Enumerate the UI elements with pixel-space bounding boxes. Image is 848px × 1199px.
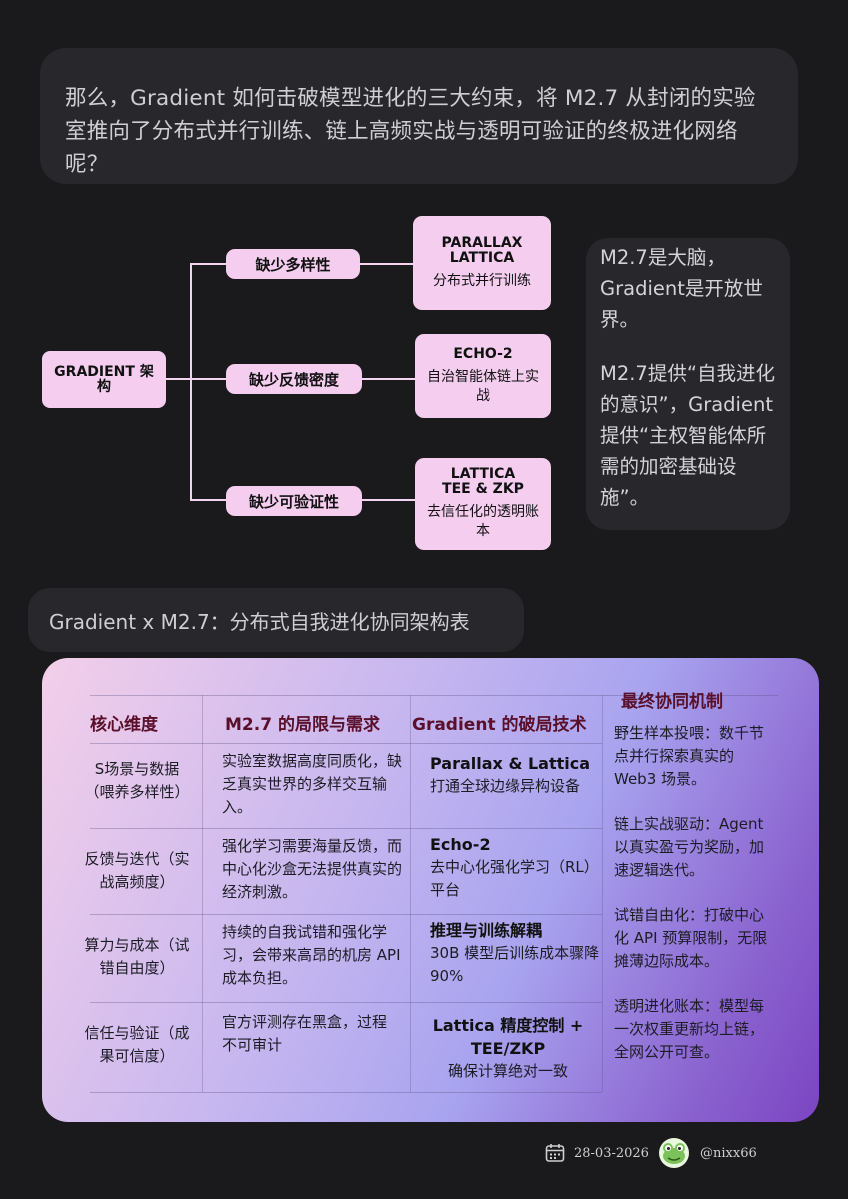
table-rule — [410, 695, 411, 1092]
cell-dimension: S场景与数据（喂养多样性） — [84, 760, 190, 801]
header-mechanism: 最终协同机制 — [621, 692, 723, 712]
cell-tech: Lattica 精度控制 + TEE/ZKP 确保计算绝对一致 — [422, 1014, 594, 1083]
tech-title: Parallax & Lattica — [430, 754, 591, 773]
connector — [360, 499, 415, 501]
leaf-title: PARALLAX LATTICA — [441, 234, 523, 266]
leaf-desc: 去信任化的透明账本 — [427, 504, 539, 539]
tech-desc: 去中心化强化学习（RL）平台 — [430, 858, 592, 899]
mechanism-item: 试错自由化：打破中心化 API 预算限制，无限摊薄边际成本。 — [614, 906, 768, 970]
question-bubble: 那么，Gradient 如何击破模型进化的三大约束，将 M2.7 从封闭的实验室… — [40, 48, 798, 184]
leaf-parallax-lattica: PARALLAX LATTICA 分布式并行训练 — [413, 216, 551, 310]
footer-handle: @nixx66 — [700, 1146, 757, 1161]
cell-dimension: 反馈与迭代（实战高频度） — [84, 850, 190, 891]
section-title: Gradient x M2.7：分布式自我进化协同架构表 — [28, 588, 524, 652]
table-rule — [90, 1092, 602, 1093]
table-rule — [90, 743, 602, 744]
mechanism-item: 野生样本投喂：数千节点并行探索真实的Web3 场景。 — [614, 724, 765, 788]
side-note: M2.7是大脑，Gradient是开放世界。 M2.7提供“自我进化的意识”，G… — [586, 238, 790, 530]
table-rule — [90, 828, 602, 829]
root-label: GRADIENT 架构 — [54, 363, 154, 395]
section-title-text: Gradient x M2.7：分布式自我进化协同架构表 — [49, 610, 470, 634]
footer-date: 28-03-2026 — [574, 1146, 649, 1161]
connector — [360, 378, 415, 380]
cell-limit: 强化学习需要海量反馈，而中心化沙盒无法提供真实的经济刺激。 — [222, 837, 403, 901]
tech-title: 推理与训练解耦 — [430, 921, 543, 940]
tech-desc: 30B 模型后训练成本骤降 90% — [430, 944, 600, 985]
branch-diversity: 缺少多样性 — [226, 249, 360, 279]
table-rule — [90, 695, 778, 696]
header-limits: M2.7 的局限与需求 — [225, 715, 380, 735]
architecture-table: 核心维度 M2.7 的局限与需求 Gradient 的破局技术 最终协同机制 S… — [42, 658, 819, 1122]
connector — [190, 263, 226, 265]
cell-tech: Echo-2 去中心化强化学习（RL）平台 — [430, 833, 595, 902]
header-tech: Gradient 的破局技术 — [412, 715, 587, 735]
question-text: 那么，Gradient 如何击破模型进化的三大约束，将 M2.7 从封闭的实验室… — [65, 86, 756, 177]
branch-label: 缺少反馈密度 — [248, 370, 339, 389]
connector — [190, 263, 192, 500]
mechanism-item: 链上实战驱动：Agent 以真实盈亏为奖励，加速逻辑迭代。 — [614, 815, 765, 879]
mechanism-list: 野生样本投喂：数千节点并行探索真实的Web3 场景。 链上实战驱动：Agent … — [614, 722, 776, 1064]
cell-limit: 持续的自我试错和强化学习，会带来高昂的机房 API 成本负担。 — [222, 923, 401, 987]
table-rule — [202, 695, 203, 1092]
connector — [166, 378, 191, 380]
leaf-lattica-tee-zkp: LATTICA TEE & ZKP 去信任化的透明账本 — [415, 458, 551, 550]
cell-limit: 实验室数据高度同质化，缺乏真实世界的多样交互输入。 — [222, 752, 403, 816]
calendar-icon — [545, 1143, 565, 1163]
frog-avatar — [659, 1138, 689, 1168]
leaf-title: ECHO-2 — [453, 345, 513, 362]
branch-label: 缺少可验证性 — [248, 492, 339, 511]
tech-title: Echo-2 — [430, 835, 491, 854]
table-rule — [90, 914, 602, 915]
note-paragraph: M2.7是大脑，Gradient是开放世界。 — [600, 246, 763, 331]
branch-verifiability: 缺少可验证性 — [226, 486, 362, 516]
connector — [360, 263, 413, 265]
connector — [190, 378, 226, 380]
leaf-desc: 分布式并行训练 — [433, 272, 531, 289]
tech-title: Lattica 精度控制 + TEE/ZKP — [432, 1016, 584, 1058]
note-paragraph: M2.7提供“自我进化的意识”，Gradient提供“主权智能体所需的加密基础设… — [600, 362, 775, 509]
tech-desc: 打通全球边缘异构设备 — [430, 777, 581, 795]
connector — [190, 499, 226, 501]
leaf-echo2: ECHO-2 自治智能体链上实战 — [415, 334, 551, 418]
cell-dimension: 算力与成本（试错自由度） — [84, 936, 190, 977]
branch-feedback: 缺少反馈密度 — [226, 364, 362, 394]
cell-tech: 推理与训练解耦 30B 模型后训练成本骤降 90% — [430, 919, 600, 988]
mindmap-root: GRADIENT 架构 — [42, 351, 166, 408]
table-rule — [90, 1002, 602, 1003]
leaf-title: LATTICA TEE & ZKP — [442, 466, 524, 497]
mechanism-item: 透明进化账本：模型每一次权重更新均上链，全网公开可查。 — [614, 997, 765, 1061]
cell-limit: 官方评测存在黑盒，过程不可审计 — [222, 1013, 388, 1054]
tech-desc: 确保计算绝对一致 — [447, 1062, 568, 1080]
cell-dimension: 信任与验证（成果可信度） — [84, 1024, 190, 1065]
header-dimension: 核心维度 — [90, 715, 158, 735]
branch-label: 缺少多样性 — [255, 255, 331, 274]
leaf-desc: 自治智能体链上实战 — [427, 368, 539, 404]
cell-tech: Parallax & Lattica 打通全球边缘异构设备 — [430, 752, 600, 798]
table-rule — [602, 695, 603, 1092]
